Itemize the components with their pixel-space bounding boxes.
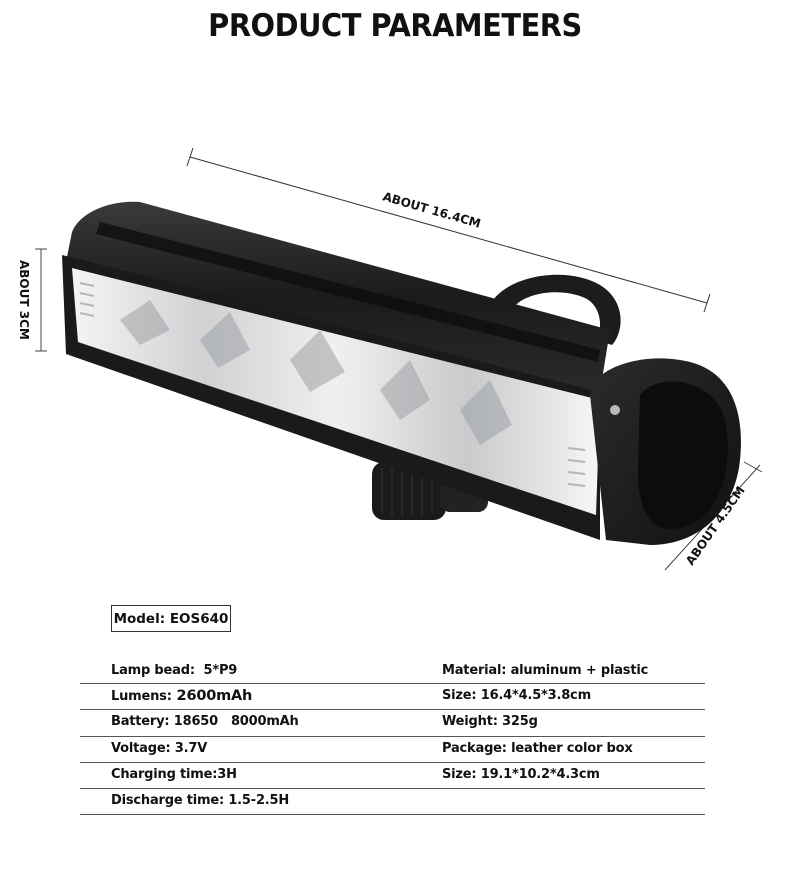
spec-lamp-bead: Lamp bead: 5*P9	[111, 663, 238, 678]
handlebar-clamp	[487, 274, 621, 345]
spec-package-size: Size: 19.1*10.2*4.3cm	[442, 766, 600, 782]
end-cap	[590, 358, 741, 545]
lamp-body	[62, 201, 610, 540]
spec-discharge-time: Discharge time: 1.5-2.5H	[111, 793, 290, 809]
spec-weight: Weight: 325g	[442, 714, 538, 730]
page-title: PRODUCT PARAMETERS	[208, 8, 582, 44]
spec-row: Lumens: 2600mAh Size: 16.4*4.5*3.8cm	[80, 684, 705, 711]
lens	[72, 268, 600, 515]
height-dimension-line: ABOUT 3CM	[17, 248, 47, 352]
spec-row: Discharge time: 1.5-2.5H	[80, 789, 705, 816]
spec-lumens: Lumens: 2600mAh	[111, 688, 253, 704]
model-label: Model: EOS640	[111, 605, 231, 632]
spec-row: Lamp bead: 5*P9 Material: aluminum + pla…	[80, 659, 705, 684]
spec-row: Charging time:3H Size: 19.1*10.2*4.3cm	[80, 763, 705, 790]
spec-material: Material: aluminum + plastic	[442, 663, 649, 678]
spec-package: Package: leather color box	[442, 740, 633, 756]
spec-row: Voltage: 3.7V Package: leather color box	[80, 737, 705, 763]
power-button-icon	[610, 405, 620, 415]
spec-battery: Battery: 18650 8000mAh	[111, 714, 299, 730]
product-illustration: ABOUT 16.4CM ABOUT 3CM ABOUT 4.5CM	[17, 147, 763, 571]
spec-table: Lamp bead: 5*P9 Material: aluminum + pla…	[80, 659, 705, 816]
spec-row: Battery: 18650 8000mAh Weight: 325g	[80, 710, 705, 737]
spec-voltage: Voltage: 3.7V	[111, 740, 208, 756]
height-label: ABOUT 3CM	[17, 260, 31, 340]
length-label: ABOUT 16.4CM	[381, 189, 482, 230]
spec-charging-time: Charging time:3H	[111, 766, 237, 782]
spec-size: Size: 16.4*4.5*3.8cm	[442, 688, 591, 703]
